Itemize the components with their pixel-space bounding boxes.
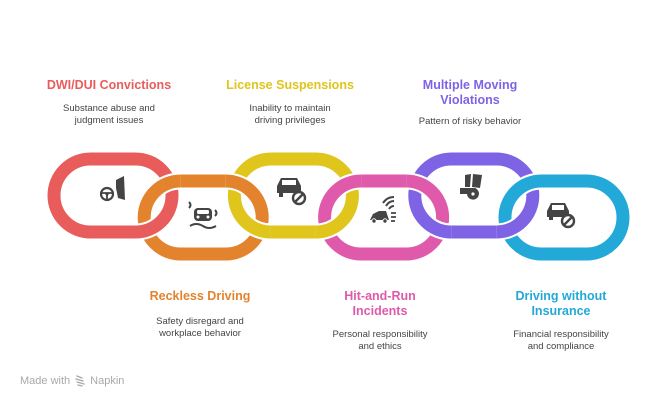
skidding-car-icon bbox=[188, 201, 218, 229]
napkin-logo-icon bbox=[75, 375, 85, 387]
link-weave-license bbox=[227, 195, 272, 239]
step-description: Inability to maintain driving privileges bbox=[249, 103, 331, 126]
step-insurance: Driving without Insurance Financial resp… bbox=[513, 289, 609, 353]
link-weave-moving bbox=[408, 195, 452, 239]
link-weave-dwi bbox=[135, 195, 179, 239]
step-description: Financial responsibility and compliance bbox=[513, 329, 609, 352]
step-reckless: Reckless Driving Safety disregard and wo… bbox=[150, 289, 251, 340]
step-title: Reckless Driving bbox=[149, 289, 251, 303]
step-description: Safety disregard and workplace behavior bbox=[156, 316, 244, 339]
whistle-cards-icon bbox=[460, 174, 482, 200]
step-description: Personal responsibility and ethics bbox=[332, 329, 428, 352]
step-dwi: DWI/DUI Convictions Substance abuse and … bbox=[47, 78, 171, 127]
link-weave-insurance bbox=[498, 174, 542, 218]
steering-wheel-car-door-icon bbox=[99, 176, 125, 202]
link-weave-license bbox=[315, 195, 359, 239]
car-prohibited-icon bbox=[277, 178, 307, 206]
footer-made-with: Made with Napkin bbox=[20, 375, 124, 387]
napkin-brand-text: Napkin bbox=[90, 375, 125, 387]
step-title: Driving without Insurance bbox=[515, 289, 607, 318]
step-title: DWI/DUI Convictions bbox=[46, 78, 172, 92]
link-weave-reckless bbox=[225, 174, 269, 218]
link-weave-hitrun bbox=[405, 174, 450, 218]
step-title: Multiple Moving Violations bbox=[422, 78, 518, 107]
car-no-insurance-icon bbox=[547, 203, 576, 229]
step-moving: Multiple Moving Violations Pattern of ri… bbox=[419, 78, 521, 128]
step-title: License Suspensions bbox=[226, 78, 354, 92]
link-weave-hitrun bbox=[318, 174, 362, 218]
step-hitrun: Hit-and-Run Incidents Personal responsib… bbox=[332, 289, 427, 353]
step-title: Hit-and-Run Incidents bbox=[344, 289, 416, 318]
link-weave-moving bbox=[495, 195, 540, 239]
car-crash-speeding-icon bbox=[370, 196, 396, 224]
step-description: Substance abuse and judgment issues bbox=[63, 103, 155, 126]
made-with-text: Made with bbox=[20, 375, 71, 387]
link-weave-reckless bbox=[137, 174, 182, 218]
step-description: Pattern of risky behavior bbox=[418, 116, 522, 127]
step-license: License Suspensions Inability to maintai… bbox=[226, 78, 354, 127]
